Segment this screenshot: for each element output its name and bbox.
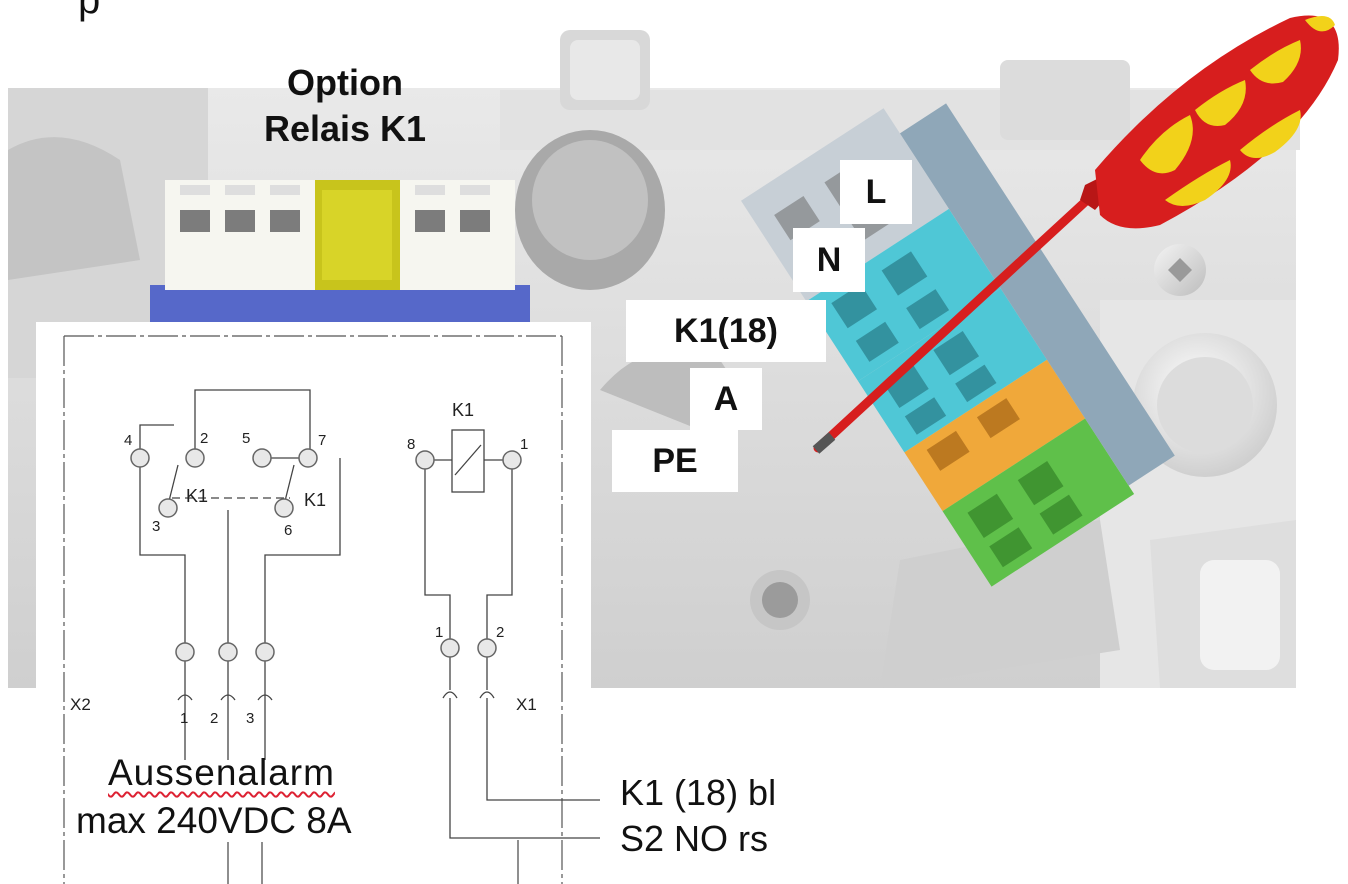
header-partial-text: p [78, 0, 101, 22]
option-title-line2: Relais K1 [263, 108, 427, 149]
alarm-spec: max 240VDC 8A [76, 800, 356, 842]
coil-label-k1: K1 [452, 400, 475, 420]
pin-label-6: 6 [284, 522, 293, 539]
relay-label-k1-right: K1 [304, 490, 327, 510]
terminal-label-pe: PE [612, 430, 738, 492]
terminal-label-n: N [793, 228, 865, 292]
pin-label-3: 3 [152, 518, 161, 535]
terminal-circles-x2 [130, 448, 318, 662]
connector-pin-3: 3 [246, 710, 255, 727]
terminal-circles-x1 [415, 450, 522, 658]
schematic-panel [36, 322, 591, 884]
alarm-title: Aussenalarm [108, 752, 335, 794]
relay-label-k1-left: K1 [186, 486, 209, 506]
terminal-label-a: A [690, 368, 762, 430]
terminal-block [741, 103, 1175, 587]
connector-label-x2: X2 [70, 695, 91, 714]
coil-pin-8: 8 [407, 436, 416, 453]
option-title-line1: Option [287, 62, 403, 103]
terminal-label-l: L [840, 160, 912, 224]
pin-label-7: 7 [318, 432, 327, 449]
relay-module [150, 180, 530, 330]
pin-label-5: 5 [242, 430, 251, 447]
x1-pin-2: 2 [496, 624, 505, 641]
terminal-label-k1-18: K1(18) [626, 300, 826, 362]
wire-label-k1-18: K1 (18) bl [620, 772, 777, 813]
pin-label-4: 4 [124, 432, 133, 449]
connector-pin-2: 2 [210, 710, 219, 727]
wire-label-s2-no: S2 NO rs [620, 818, 769, 859]
coil-pin-1: 1 [520, 436, 529, 453]
pin-label-2: 2 [200, 430, 209, 447]
x1-pin-1: 1 [435, 624, 444, 641]
screwdriver [812, 15, 1339, 454]
connector-pin-1: 1 [180, 710, 189, 727]
connector-label-x1: X1 [516, 695, 537, 714]
alarm-title-text: Aussenalarm [108, 752, 335, 793]
